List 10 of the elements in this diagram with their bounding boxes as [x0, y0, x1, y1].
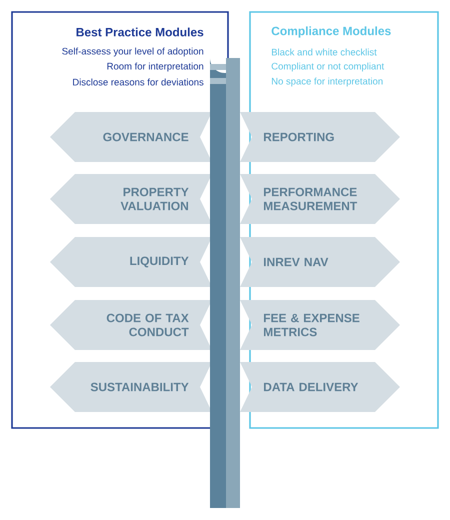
- arrow-sign: LIQUIDITY: [50, 237, 212, 287]
- arrow-sign: INREV NAV: [240, 237, 400, 287]
- arrow-sign: PROPERTY VALUATION: [50, 174, 212, 224]
- arrow-sign: SUSTAINABILITY: [50, 362, 212, 412]
- arrow-sign: DATA DELIVERY: [240, 362, 400, 412]
- arrow-sign: CODE OF TAX CONDUCT: [50, 300, 212, 350]
- arrow-sign: REPORTING: [240, 112, 400, 162]
- arrow-sign: PERFORMANCE MEASUREMENT: [240, 174, 400, 224]
- arrow-sign: GOVERNANCE: [50, 112, 212, 162]
- arrow-sign: FEE & EXPENSE METRICS: [240, 300, 400, 350]
